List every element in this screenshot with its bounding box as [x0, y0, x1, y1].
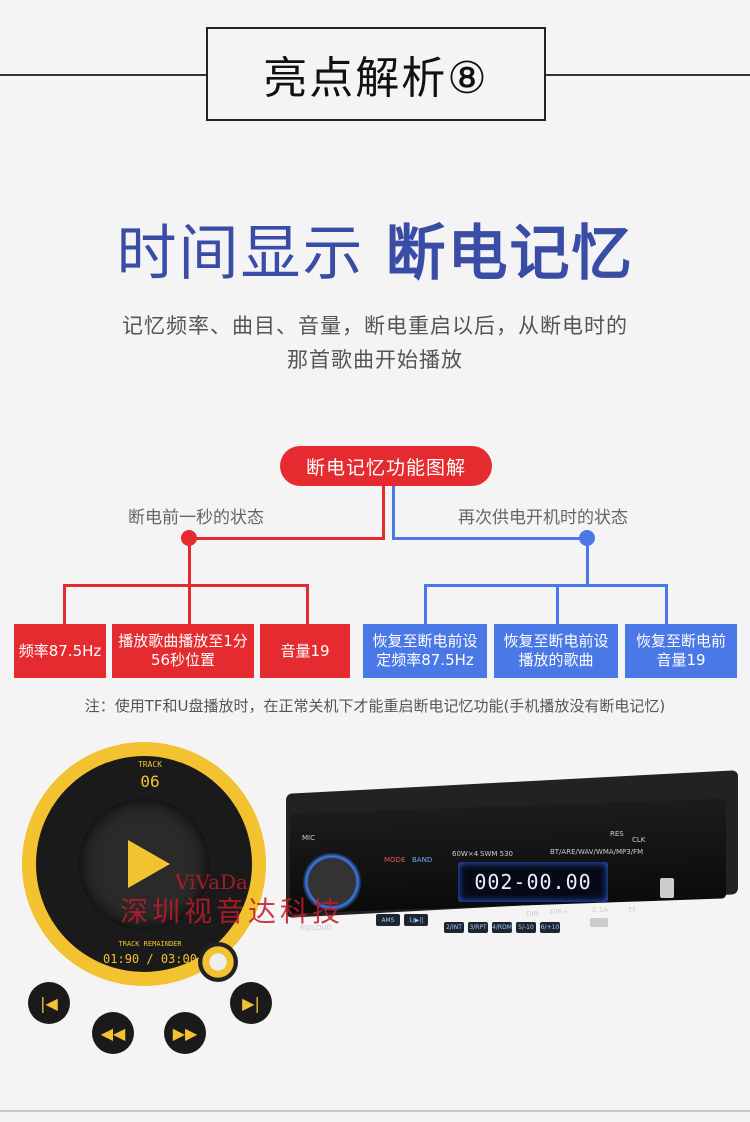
radio-key-4[interactable]: 4/RDM [492, 922, 512, 933]
radio-mic-label: MIC [302, 834, 315, 842]
connector-red-stem [188, 540, 191, 586]
radio-res-label: RES [610, 830, 624, 838]
radio-key-5[interactable]: 5/-10 [516, 922, 536, 933]
radio-dir-minus-label: DIR- [526, 910, 541, 918]
connector-red-drop-1 [63, 584, 66, 624]
before-state-label: 断电前一秒的状态 [128, 508, 264, 528]
headline-bold: 断电记忆 [385, 219, 634, 289]
player-volume-knob-icon[interactable] [198, 942, 238, 982]
headline: 时间显示 断电记忆 [0, 205, 750, 292]
connector-red-vertical [382, 486, 385, 540]
radio-model-label: SWM 530 [480, 850, 513, 858]
radio-clk-label: CLK [632, 836, 646, 844]
track-time: 01:90 / 03:00 [103, 952, 197, 966]
play-icon[interactable] [128, 840, 170, 888]
subtitle-line-2: 那首歌曲开始播放 [287, 348, 463, 372]
radio-usb-port-2-icon[interactable] [660, 878, 674, 898]
radio-lcd-display: 002-00.00 [458, 862, 608, 902]
fast-forward-icon[interactable]: ▶▶ [164, 1012, 206, 1054]
radio-ams-key[interactable]: AMS [376, 914, 400, 926]
skip-next-icon[interactable]: ▶| [230, 982, 272, 1024]
headline-light: 时间显示 [116, 219, 365, 289]
before-volume-box: 音量19 [260, 624, 350, 678]
radio-play-key[interactable]: 1/▶|| [404, 914, 428, 926]
radio-band-label[interactable]: BAND [412, 856, 433, 864]
connector-blue-dot [579, 530, 595, 546]
radio-formats-label: BT/ARE/WAV/WMA/MP3/FM [550, 848, 644, 856]
radio-power-label: 60W×4 [452, 850, 479, 858]
section-title: 亮点解析⑧ [206, 27, 546, 121]
skip-previous-icon[interactable]: |◀ [28, 982, 70, 1024]
connector-blue-drop-3 [665, 584, 668, 624]
radio-usb-port-icon[interactable] [590, 918, 608, 927]
connector-blue-drop-2 [556, 584, 559, 624]
before-track-position-box: 播放歌曲播放至1分56秒位置 [112, 624, 254, 678]
radio-dir-plus-label: DIR+ [550, 908, 569, 916]
connector-red-drop-3 [306, 584, 309, 624]
subtitle-line-1: 记忆频率、曲目、音量，断电重启以后，从断电时的 [122, 314, 628, 338]
track-remainder-label: TRACK REMAINDER [118, 940, 182, 948]
diagram-title: 断电记忆功能图解 [280, 446, 492, 486]
after-state-label: 再次供电开机时的状态 [458, 508, 628, 528]
connector-blue-vertical [392, 486, 395, 540]
bottom-divider [0, 1110, 750, 1112]
connector-blue-stem [586, 540, 589, 586]
after-frequency-box: 恢复至断电前设定频率87.5Hz [363, 624, 487, 678]
track-label: TRACK [137, 760, 163, 769]
connector-red-bus [63, 584, 309, 587]
radio-volume-knob-icon[interactable] [302, 852, 362, 912]
rewind-icon[interactable]: ◀◀ [92, 1012, 134, 1054]
radio-usb-current-label: 2.1A [592, 906, 608, 914]
header-rule-right [546, 74, 750, 76]
radio-key-3[interactable]: 3/RPT [468, 922, 488, 933]
radio-mode-label[interactable]: MODE [384, 856, 406, 864]
radio-tf-label: TF [628, 906, 637, 914]
before-frequency-box: 频率87.5Hz [14, 624, 106, 678]
connector-blue-horizontal [392, 537, 589, 540]
watermark-latin: ViVaDa [175, 870, 248, 894]
connector-blue-bus [424, 584, 668, 587]
radio-key-2[interactable]: 2/INT [444, 922, 464, 933]
radio-key-6[interactable]: 6/+10 [540, 922, 560, 933]
connector-blue-drop-1 [424, 584, 427, 624]
after-volume-box: 恢复至断电前音量19 [625, 624, 737, 678]
watermark-chinese: 深圳视音达科技 [120, 895, 345, 928]
connector-red-drop-2 [188, 584, 191, 624]
connector-red-horizontal [188, 537, 385, 540]
track-number: 06 [140, 772, 160, 791]
radio-eq-label[interactable]: EQ/LOUD [300, 924, 332, 932]
connector-red-dot [181, 530, 197, 546]
usage-note: 注：使用TF和U盘播放时，在正常关机下才能重启断电记忆功能(手机播放没有断电记忆… [84, 697, 666, 715]
header-rule-left [0, 74, 206, 76]
after-track-box: 恢复至断电前设播放的歌曲 [494, 624, 618, 678]
